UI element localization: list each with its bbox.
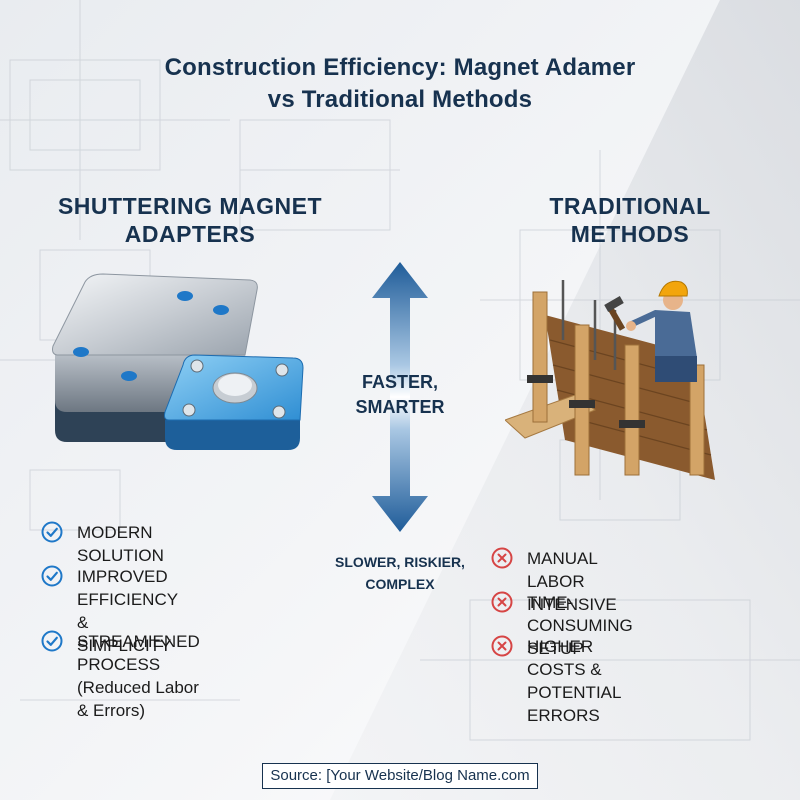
list-item: MODERN SOLUTION xyxy=(41,521,164,567)
complex-line: COMPLEX xyxy=(365,576,435,592)
list-item-line1: HIGHER COSTS & xyxy=(527,637,602,679)
list-item-text: HIGHER COSTS & POTENTIAL ERRORS xyxy=(527,635,621,727)
list-item-line1: IMPROVED EFFICIENCY xyxy=(77,567,179,609)
left-heading: SHUTTERING MAGNET ADAPTERS xyxy=(40,192,340,248)
list-item-text: TIME-CONSUMING SETUP xyxy=(527,591,633,660)
formwork-worker-illustration xyxy=(505,280,715,480)
list-item: HIGHER COSTS & POTENTIAL ERRORS xyxy=(491,635,621,727)
list-item-line1: TIME-CONSUMING SETUP xyxy=(527,593,633,658)
x-circle-icon xyxy=(491,591,513,613)
source-citation: Source: [Your Website/Blog Name.com xyxy=(262,763,538,789)
page-title-line2: vs Traditional Methods xyxy=(267,86,533,113)
check-circle-icon xyxy=(41,521,63,543)
list-item-line1: STREAMIENED PROCESS xyxy=(77,632,200,674)
faster-smarter-label: FASTER, SMARTER xyxy=(330,370,470,420)
list-item-text: MODERN SOLUTION xyxy=(77,521,164,567)
right-heading: TRADITIONAL METHODS xyxy=(520,192,740,248)
check-circle-icon xyxy=(41,565,63,587)
right-heading-line2: METHODS xyxy=(570,221,690,247)
list-item: IMPROVED EFFICIENCY & SIMPLICITY xyxy=(41,565,178,657)
list-item-line1: MANUAL LABOR INTENSIVE xyxy=(527,549,617,614)
list-item: TIME-CONSUMING SETUP xyxy=(491,591,633,660)
list-item-text: MANUAL LABOR INTENSIVE xyxy=(527,547,617,616)
list-item-text: STREAMIENED PROCESS (Reduced Labor & Err… xyxy=(77,630,200,722)
page-title-line1: Construction Efficiency: Magnet Adamer xyxy=(164,54,636,81)
check-circle-icon xyxy=(41,630,63,652)
list-item-line1: MODERN SOLUTION xyxy=(77,523,164,565)
faster-line: FASTER, xyxy=(361,372,438,392)
comparison-double-arrow xyxy=(372,262,428,532)
list-item: MANUAL LABOR INTENSIVE xyxy=(491,547,617,616)
right-heading-line1: TRADITIONAL xyxy=(549,193,711,219)
left-heading-line1: SHUTTERING MAGNET xyxy=(57,193,323,219)
list-item: STREAMIENED PROCESS (Reduced Labor & Err… xyxy=(41,630,200,722)
smarter-line: SMARTER xyxy=(355,397,445,417)
page-title: Construction Efficiency: Magnet Adamer v… xyxy=(0,52,800,116)
list-item-line2: (Reduced Labor & Errors) xyxy=(77,678,199,720)
x-circle-icon xyxy=(491,547,513,569)
magnet-adapter-illustration xyxy=(52,273,304,450)
list-item-line2: & SIMPLICITY xyxy=(77,613,172,655)
list-item-text: IMPROVED EFFICIENCY & SIMPLICITY xyxy=(77,565,178,657)
list-item-line2: POTENTIAL ERRORS xyxy=(527,683,621,725)
left-heading-line2: ADAPTERS xyxy=(124,221,256,247)
slower-riskier-label: SLOWER, RISKIER, COMPLEX xyxy=(320,551,480,595)
slower-line: SLOWER, RISKIER, xyxy=(335,554,465,570)
x-circle-icon xyxy=(491,635,513,657)
